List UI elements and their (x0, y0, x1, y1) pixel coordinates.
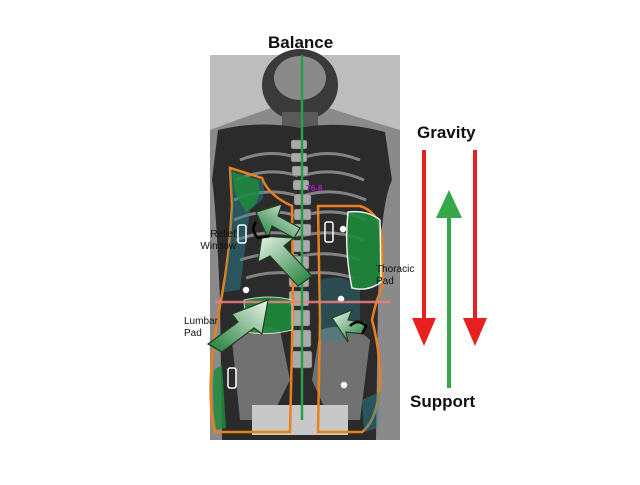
relief-window-label-line-1: Relief (210, 229, 236, 240)
rotation-arrows (252, 221, 368, 335)
lumbar-pad-label: Lumbar Pad (184, 316, 218, 340)
gravity-label: Gravity (417, 123, 476, 142)
relief-arrow-diagonal (257, 235, 313, 287)
gravity-arrows (412, 150, 487, 346)
lower-left-pad (212, 365, 226, 430)
thoracic-pad-label-line-2: Pad (376, 276, 394, 287)
lumbar-arrow (206, 299, 269, 353)
thoracic-pad-shape (345, 210, 382, 290)
thoracic-pad-label: Thoracic Pad (376, 264, 414, 288)
lumbar-pad-label-line-1: Lumbar (184, 316, 218, 327)
left-brace-shell (209, 166, 295, 434)
corrective-arrows (206, 203, 367, 353)
diagram-title: Balance (268, 33, 334, 52)
lumbar-pad-label-line-2: Pad (184, 328, 202, 339)
support-arrow (436, 190, 462, 388)
thoracic-pad-label-line-1: Thoracic (376, 264, 415, 275)
relief-window-label-line-2: Window (200, 241, 236, 252)
relief-window-label: Relief Window (200, 229, 236, 253)
pads (212, 172, 382, 430)
support-label: Support (410, 392, 476, 411)
upper-left-pad (232, 172, 260, 212)
spine-marker-label: T6-8 (306, 184, 323, 193)
